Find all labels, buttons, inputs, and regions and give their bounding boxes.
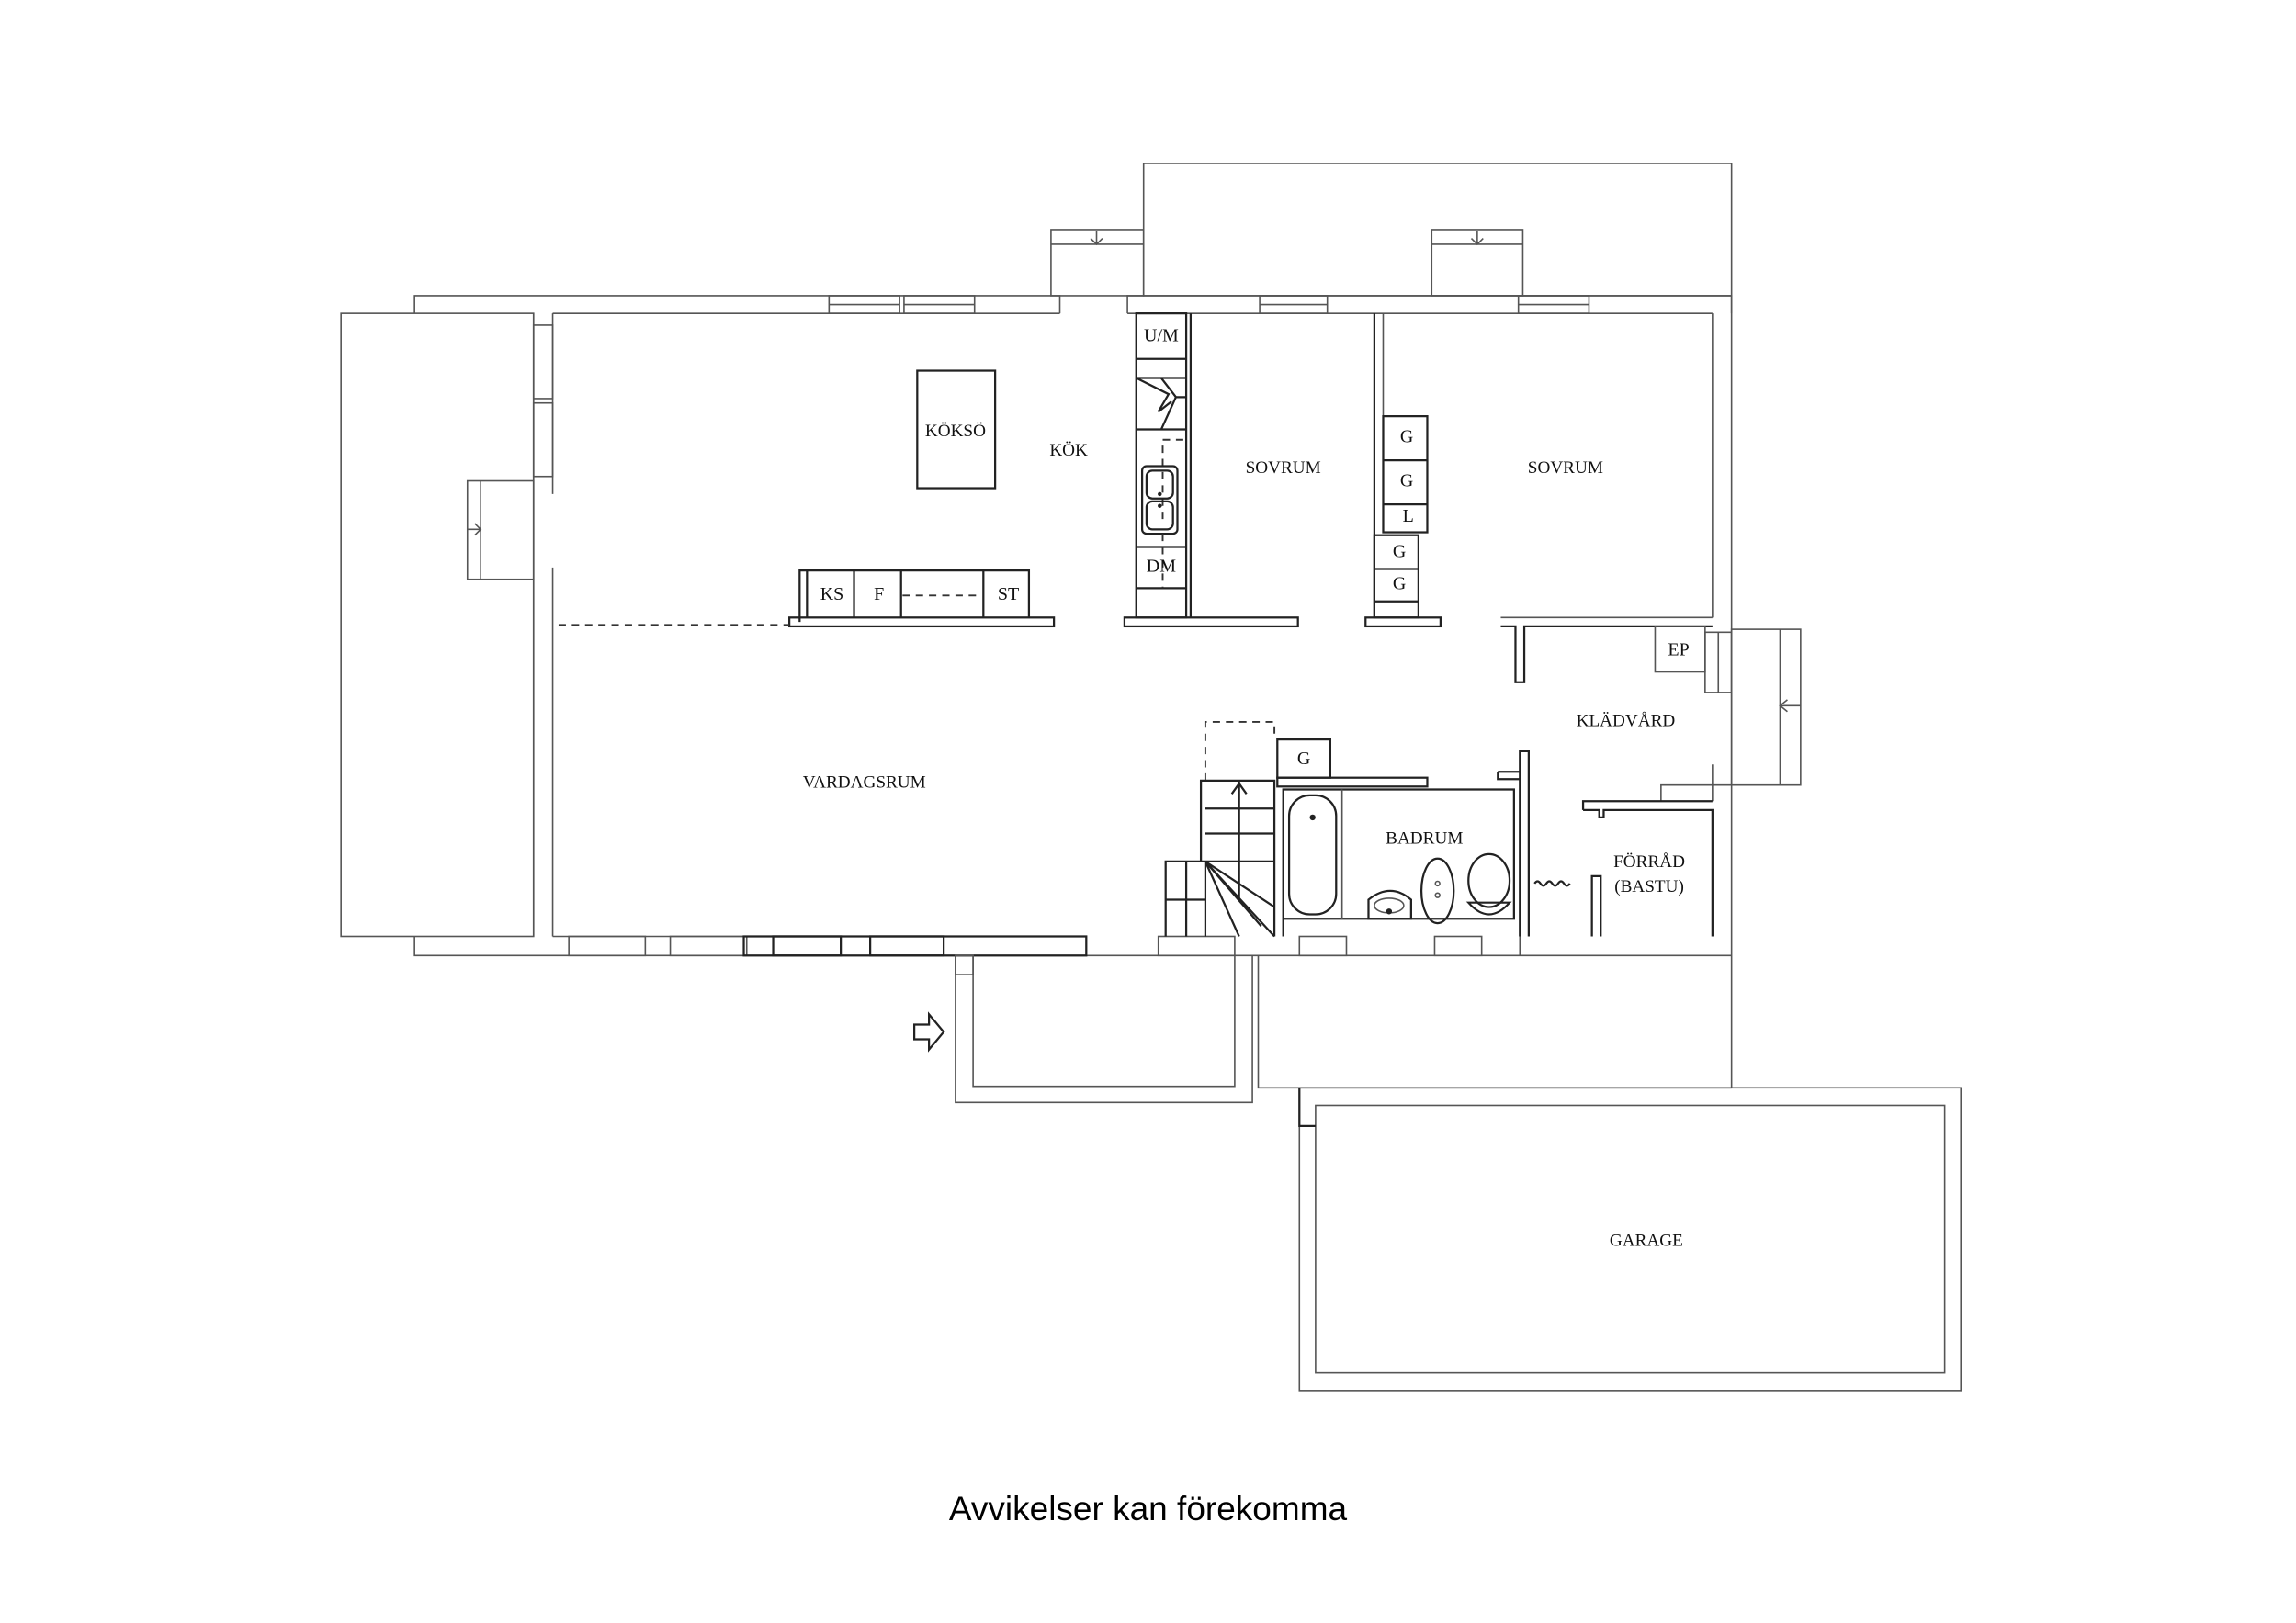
linen-l: L xyxy=(1403,506,1414,526)
top-terrace xyxy=(1050,163,1733,297)
bedroom-1: SOVRUM xyxy=(1189,313,1376,618)
fixture-st: ST xyxy=(998,584,1019,604)
room-label-koksö: KÖKSÖ xyxy=(925,422,986,441)
kitchen-island xyxy=(916,369,997,490)
wardrobe-g-4: G xyxy=(1393,574,1406,594)
exterior-walls xyxy=(413,295,1733,1088)
living-room: VARDAGSRUM xyxy=(803,773,926,793)
laundry-hall: EP KLÄDVÅRD FÖRRÅD (BASTU) xyxy=(1497,625,1802,937)
room-label-kladvard: KLÄDVÅRD xyxy=(1577,711,1676,730)
fixture-um: U/M xyxy=(1144,325,1179,345)
room-label-sovrum-2: SOVRUM xyxy=(1528,458,1603,478)
hall-wardrobe-g: G xyxy=(1297,749,1310,769)
wardrobe-g-2: G xyxy=(1400,471,1413,491)
room-label-badrum: BADRUM xyxy=(1386,828,1463,848)
entrance-porch xyxy=(913,954,1253,1104)
disclaimer-text: Avvikelser kan förekomma xyxy=(948,1490,1348,1527)
room-label-vardagsrum: VARDAGSRUM xyxy=(803,773,926,793)
garage: GARAGE xyxy=(1298,1087,1962,1392)
room-label-kok: KÖK xyxy=(1049,441,1088,460)
fixture-dm: DM xyxy=(1147,557,1176,577)
bedroom-2: G G L G G SOVRUM xyxy=(1364,313,1713,628)
wardrobe-g-3: G xyxy=(1393,542,1406,562)
wardrobe-g-1: G xyxy=(1400,427,1413,447)
room-label-forrad-2: (BASTU) xyxy=(1614,877,1684,896)
fixture-ks: KS xyxy=(820,584,844,604)
left-deck xyxy=(340,312,535,938)
fixture-f: F xyxy=(874,584,884,604)
kitchen: KÖKSÖ KÖK KS F ST U/M DM xyxy=(558,312,1299,628)
carport xyxy=(1257,955,1732,1089)
entrance-arrow-icon xyxy=(913,1011,945,1053)
stairs xyxy=(1164,720,1276,938)
room-label-sovrum-1: SOVRUM xyxy=(1246,458,1321,478)
room-label-garage: GARAGE xyxy=(1610,1232,1683,1251)
room-label-forrad-1: FÖRRÅD xyxy=(1613,852,1685,872)
fixture-ep: EP xyxy=(1668,640,1689,660)
bathroom: G BADRUM xyxy=(1276,738,1521,956)
